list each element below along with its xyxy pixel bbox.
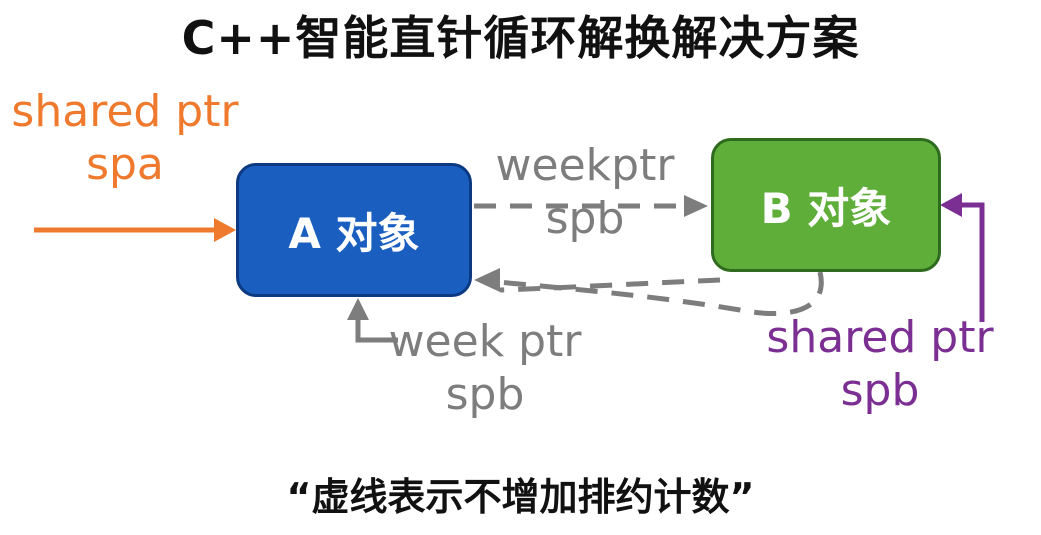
weekptr-a-to-b-line1: weekptr xyxy=(495,140,675,191)
weekptr-a-to-b-label: weekptr spb xyxy=(470,140,700,246)
weekptr-b-to-a-line2: spb xyxy=(445,368,525,420)
shared-ptr-spa-line1: shared ptr xyxy=(11,86,239,137)
shared-ptr-spb-line2: spb xyxy=(840,364,920,416)
shared-ptr-spa-label: shared ptr spa xyxy=(0,86,250,192)
object-a-label: A 对象 xyxy=(288,208,420,258)
weekptr-b-to-a-label: week ptr spb xyxy=(370,316,600,422)
shared-ptr-spb-arrow xyxy=(940,193,985,322)
weekptr-b-to-a-line1: week ptr xyxy=(388,316,582,367)
weekptr-a-to-b-line2: spb xyxy=(545,192,625,244)
weekptr-a-to-b-arrow xyxy=(474,195,708,217)
shared-ptr-spa-arrow xyxy=(34,218,236,242)
object-b-label: B 对象 xyxy=(760,183,892,233)
weekptr-b-to-a-arrow xyxy=(474,268,824,316)
dashed-line-footnote: “虚线表示不增加排约计数” xyxy=(286,475,755,519)
object-b-box: B 对象 xyxy=(711,138,941,272)
shared-ptr-spb-line1: shared ptr xyxy=(766,312,994,363)
weekptr-lower-bracket-arrow xyxy=(347,298,398,343)
shared-ptr-spa-line2: spa xyxy=(86,138,164,190)
shared-ptr-spb-label: shared ptr spb xyxy=(760,312,1000,418)
page-title: C++智能直针循环解换解决方案 xyxy=(181,11,860,65)
object-a-box: A 对象 xyxy=(236,163,472,297)
